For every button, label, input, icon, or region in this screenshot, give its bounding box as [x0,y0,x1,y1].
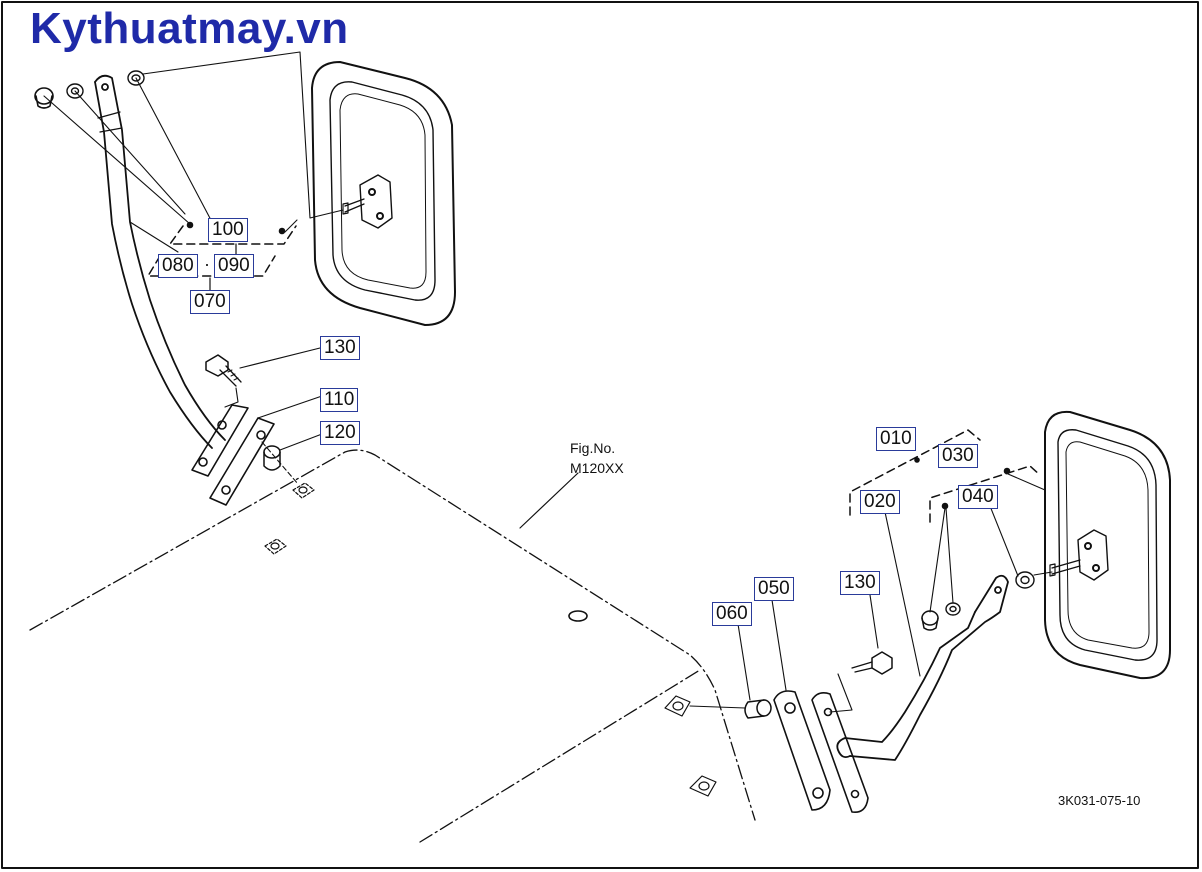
separator-dot-left: · [204,254,210,274]
right-dashed-brackets [850,430,1040,522]
right-plate-inner [812,693,868,812]
right-mirror-head [1045,412,1170,678]
cabin-roof-outline [30,450,755,842]
part-label-030[interactable]: 030 [938,444,978,468]
left-mount-axis [262,442,298,484]
right-lock-washer [946,603,960,615]
right-spacer [745,700,771,718]
left-plate-outer [192,405,248,476]
left-dashed-brackets [148,226,296,276]
left-mirror-arm [95,76,225,448]
right-plate-outer [774,691,830,810]
part-label-right-130[interactable]: 130 [840,571,880,595]
roof-nut-a [293,483,314,498]
part-label-070[interactable]: 070 [190,290,230,314]
leader-left-bolt-down [225,388,238,407]
left-cap-nut [35,88,53,108]
part-label-010[interactable]: 010 [876,427,916,451]
right-cap-nut [922,611,938,630]
right-bolt [852,652,892,674]
left-plate-inner [210,418,274,505]
leader-right-bolt-down [830,674,852,712]
site-title: Kythuatmay.vn [30,4,349,53]
right-flat-washer [1016,572,1034,588]
leader-left-130 [240,348,320,368]
part-label-060[interactable]: 060 [712,602,752,626]
right-mount-axis [690,706,745,708]
left-mirror-head [312,62,455,325]
roof-hole [569,611,587,621]
part-label-080[interactable]: 080 [158,254,198,278]
leader-right-060 [738,624,750,700]
fig-no-label: Fig.No. [570,440,616,456]
part-label-090[interactable]: 090 [214,254,254,278]
part-label-100[interactable]: 100 [208,218,248,242]
right-mirror-arm [837,576,1008,760]
leader-right-050 [772,600,786,690]
part-label-120[interactable]: 120 [320,421,360,445]
left-spacer [264,446,280,470]
left-leaders [44,52,343,252]
part-label-040[interactable]: 040 [958,485,998,509]
leader-left-110 [258,396,322,418]
leader-left-120 [280,434,322,450]
part-label-050[interactable]: 050 [754,577,794,601]
part-label-020[interactable]: 020 [860,490,900,514]
roof-nut-b [265,539,286,554]
left-bolt [206,355,241,386]
roof-nut-c [665,696,690,716]
right-leaders [885,474,1052,676]
part-label-left-130[interactable]: 130 [320,336,360,360]
fig-no-value: M120XX [570,460,624,476]
drawing-code: 3K031-075-10 [1058,793,1141,808]
fig-leader [520,473,578,528]
left-flat-washer [128,71,144,85]
left-lock-washer [67,84,83,98]
part-label-110[interactable]: 110 [320,388,359,412]
leader-right-130 [870,595,878,648]
roof-nut-d [690,776,716,796]
